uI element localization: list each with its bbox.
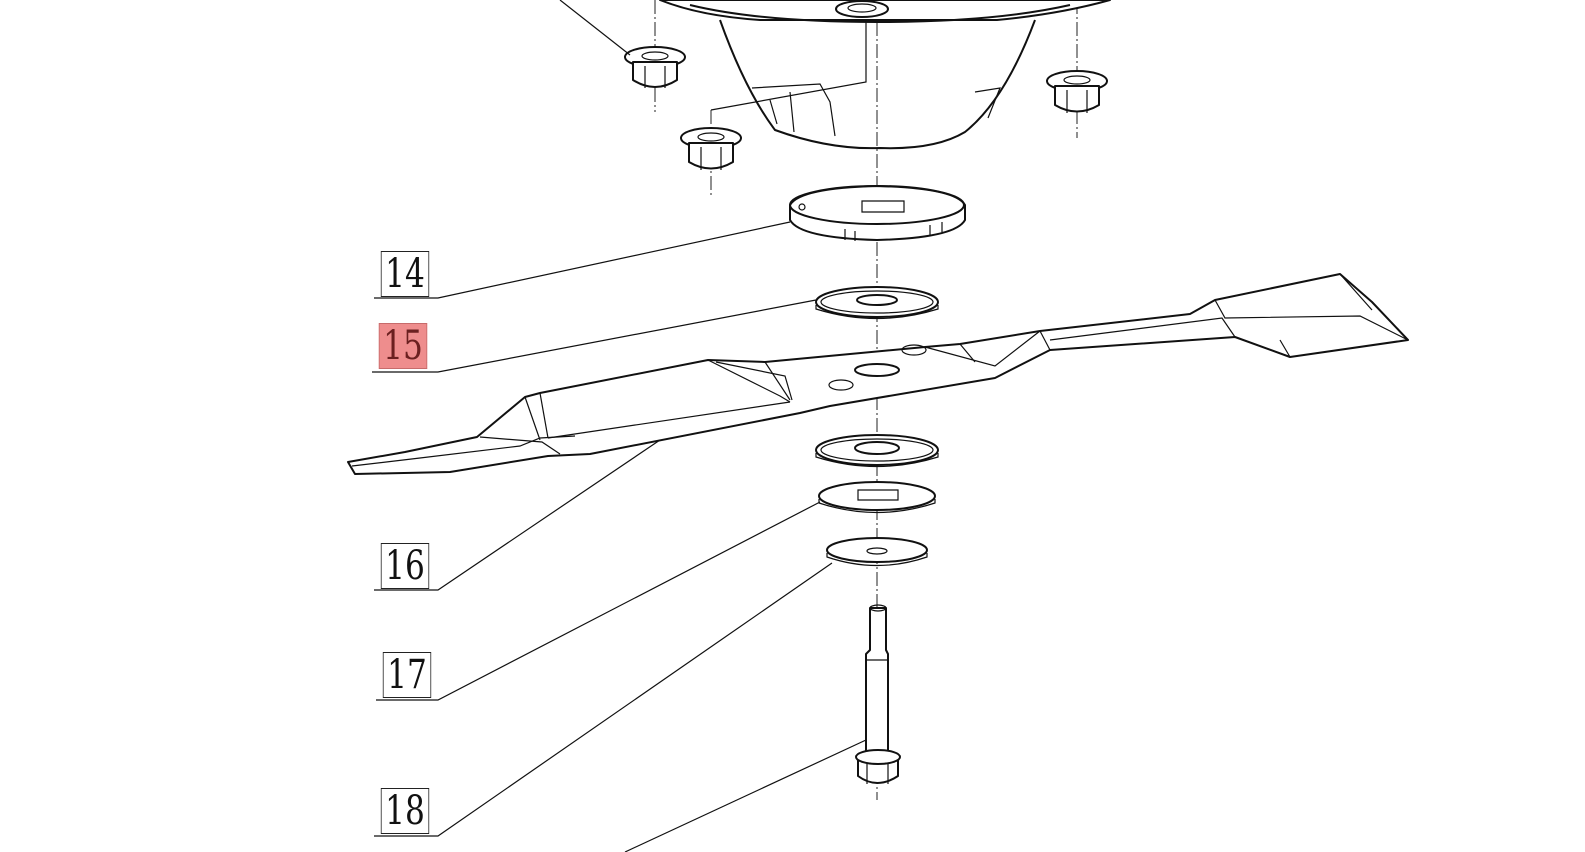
- washer[interactable]: [815, 286, 939, 320]
- flange-nut-middle[interactable]: [680, 127, 742, 170]
- support-washer[interactable]: [826, 537, 928, 567]
- callout-15-highlighted[interactable]: 15: [378, 323, 428, 369]
- mower-blade[interactable]: [347, 273, 1409, 475]
- leader-16: [374, 439, 661, 591]
- leader-17: [376, 501, 821, 701]
- drive-plate[interactable]: [789, 185, 966, 241]
- blade-adapter-hub[interactable]: [659, 0, 1111, 150]
- callout-16[interactable]: 16: [380, 543, 430, 589]
- callout-17[interactable]: 17: [382, 652, 432, 698]
- leader-bolt: [624, 739, 867, 852]
- leader-18: [374, 562, 833, 837]
- blade-bolt[interactable]: [855, 604, 901, 784]
- flange-nut-left[interactable]: [624, 46, 686, 88]
- leader-15: [372, 299, 817, 373]
- keyed-washer[interactable]: [818, 481, 936, 514]
- leader-to-left-nut: [559, 0, 631, 56]
- callout-18[interactable]: 18: [380, 788, 430, 834]
- flange-nut-right[interactable]: [1046, 70, 1108, 113]
- lower-washer[interactable]: [815, 434, 939, 468]
- leader-14: [374, 221, 791, 299]
- callout-14[interactable]: 14: [380, 251, 430, 297]
